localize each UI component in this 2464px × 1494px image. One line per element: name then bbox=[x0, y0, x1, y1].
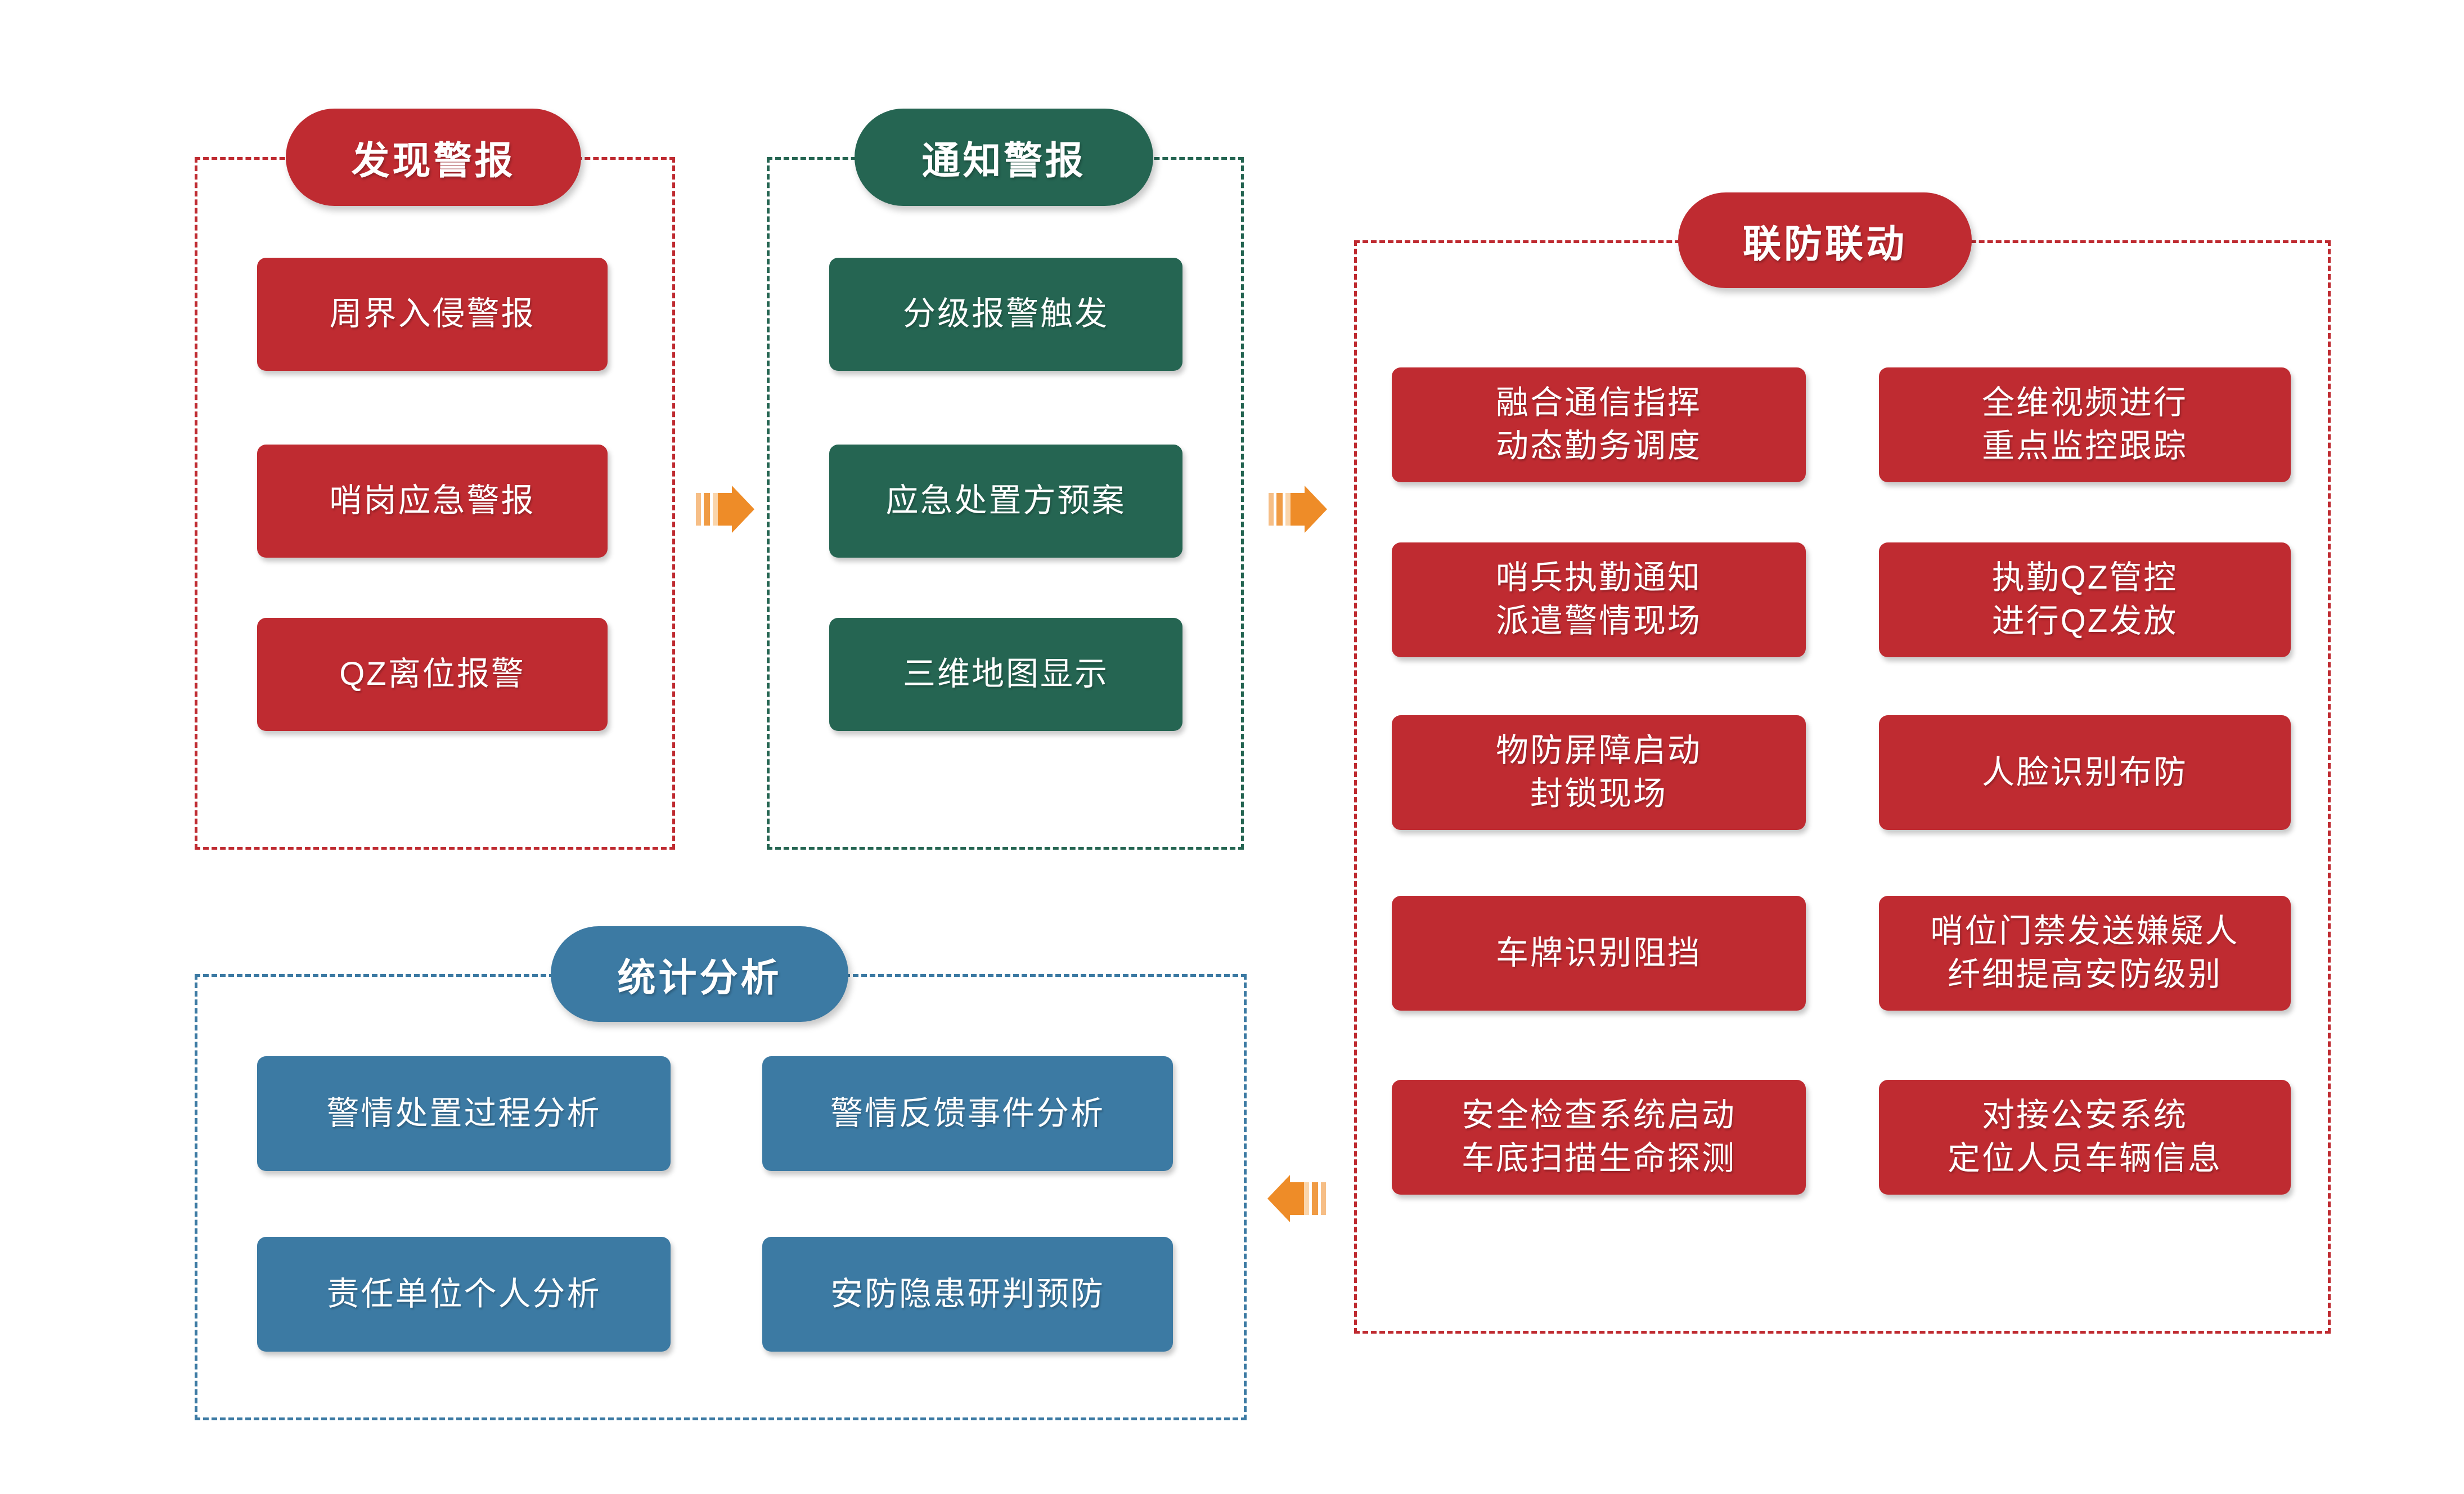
flow-arrow-right-icon bbox=[1269, 486, 1327, 533]
panel-notify-alarm: 通知警报 分级报警触发 应急处置方预案 三维地图显示 bbox=[767, 109, 1244, 850]
node-label: 对接公安系统 定位人员车辆信息 bbox=[1947, 1097, 2222, 1177]
node-3d-map-display: 三维地图显示 bbox=[829, 618, 1182, 731]
pill-statistical-analysis: 统计分析 bbox=[551, 926, 848, 1022]
node-label: 责任单位个人分析 bbox=[326, 1275, 601, 1312]
panel-discover-alarm: 发现警报 周界入侵警报 哨岗应急警报 QZ离位报警 bbox=[195, 109, 675, 850]
node-access-control-suspect-alert: 哨位门禁发送嫌疑人 纤细提高安防级别 bbox=[1879, 896, 2291, 1011]
node-label: 三维地图显示 bbox=[902, 656, 1109, 693]
node-label: 哨兵执勤通知 派遣警情现场 bbox=[1495, 559, 1702, 639]
node-label: 全维视频进行 重点监控跟踪 bbox=[1981, 384, 2188, 464]
node-label: 周界入侵警报 bbox=[329, 295, 536, 333]
node-label: 分级报警触发 bbox=[902, 295, 1109, 333]
node-label: 警情处置过程分析 bbox=[326, 1094, 601, 1132]
node-alarm-handling-process-analysis: 警情处置过程分析 bbox=[257, 1056, 671, 1171]
node-sentry-emergency-alarm: 哨岗应急警报 bbox=[257, 445, 608, 558]
node-alarm-feedback-event-analysis: 警情反馈事件分析 bbox=[762, 1056, 1173, 1171]
flow-arrow-left-icon bbox=[1267, 1175, 1326, 1222]
node-label: 安全检查系统启动 车底扫描生命探测 bbox=[1461, 1097, 1736, 1177]
node-label: 车牌识别阻挡 bbox=[1495, 934, 1702, 971]
node-label: 物防屏障启动 封锁现场 bbox=[1495, 732, 1702, 812]
panel-title: 统计分析 bbox=[617, 956, 782, 999]
pill-joint-defense: 联防联动 bbox=[1678, 192, 1972, 288]
node-face-recognition-deploy: 人脸识别布防 bbox=[1879, 715, 2291, 830]
node-qz-offposition-alarm: QZ离位报警 bbox=[257, 618, 608, 731]
panel-title: 发现警报 bbox=[351, 140, 516, 182]
node-security-check-underbody-scan: 安全检查系统启动 车底扫描生命探测 bbox=[1392, 1080, 1806, 1195]
node-sentry-duty-notify: 哨兵执勤通知 派遣警情现场 bbox=[1392, 542, 1806, 657]
node-omni-video-tracking: 全维视频进行 重点监控跟踪 bbox=[1879, 367, 2291, 482]
node-label: 执勤QZ管控 进行QZ发放 bbox=[1991, 559, 2178, 639]
node-security-risk-research-prevention: 安防隐患研判预防 bbox=[762, 1237, 1173, 1352]
node-label: 警情反馈事件分析 bbox=[830, 1094, 1105, 1132]
panel-title: 通知警报 bbox=[921, 140, 1086, 182]
panel-statistical-analysis: 统计分析 警情处置过程分析 警情反馈事件分析 责任单位个人分析 安防隐患研判预防 bbox=[195, 926, 1247, 1420]
pill-notify-alarm: 通知警报 bbox=[855, 109, 1153, 206]
node-label: QZ离位报警 bbox=[339, 656, 525, 693]
node-label: 应急处置方预案 bbox=[885, 482, 1126, 519]
node-label: 人脸识别布防 bbox=[1981, 753, 2188, 791]
node-police-system-locating: 对接公安系统 定位人员车辆信息 bbox=[1879, 1080, 2291, 1195]
node-responsible-unit-person-analysis: 责任单位个人分析 bbox=[257, 1237, 671, 1352]
node-label: 融合通信指挥 动态勤务调度 bbox=[1495, 384, 1702, 464]
node-graded-alarm-trigger: 分级报警触发 bbox=[829, 258, 1182, 371]
node-duty-qz-control-issue: 执勤QZ管控 进行QZ发放 bbox=[1879, 542, 2291, 657]
node-physical-barrier-lockdown: 物防屏障启动 封锁现场 bbox=[1392, 715, 1806, 830]
node-label: 安防隐患研判预防 bbox=[830, 1275, 1105, 1312]
flow-arrow-right-icon bbox=[696, 486, 754, 533]
panel-title: 联防联动 bbox=[1742, 222, 1907, 266]
panel-joint-defense: 联防联动 融合通信指挥 动态勤务调度 哨兵执勤通知 派遣警情现场 物防屏障启动 … bbox=[1354, 192, 2331, 1334]
node-perimeter-intrusion-alarm: 周界入侵警报 bbox=[257, 258, 608, 371]
node-emergency-response-plan: 应急处置方预案 bbox=[829, 445, 1182, 558]
node-plate-recognition-block: 车牌识别阻挡 bbox=[1392, 896, 1806, 1011]
node-label: 哨岗应急警报 bbox=[329, 482, 536, 519]
pill-discover-alarm: 发现警报 bbox=[286, 109, 581, 206]
node-label: 哨位门禁发送嫌疑人 纤细提高安防级别 bbox=[1930, 913, 2240, 993]
node-fused-comms-dispatch: 融合通信指挥 动态勤务调度 bbox=[1392, 367, 1806, 482]
